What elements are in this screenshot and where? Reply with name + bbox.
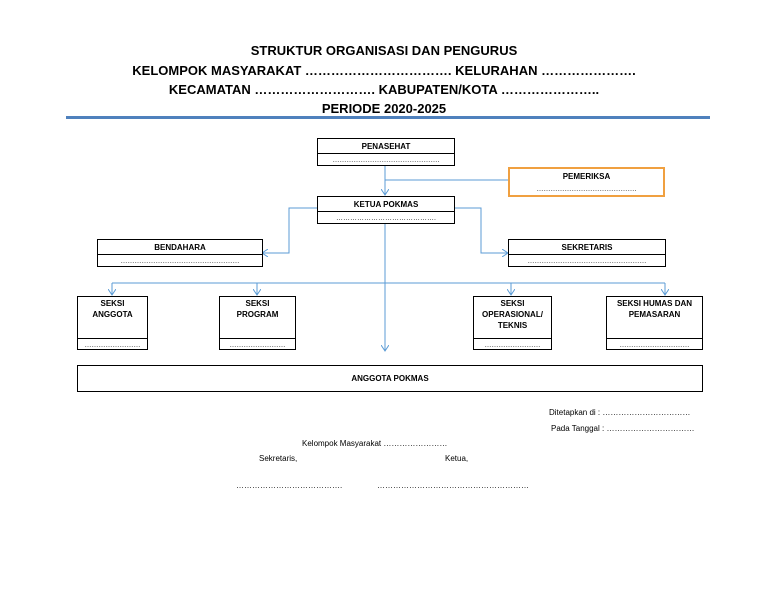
title-line-4: PERIODE 2020-2025 bbox=[321, 101, 447, 116]
seksi-humas-dots: ………………………… bbox=[619, 341, 690, 349]
bendahara-box: BENDAHARA …………………………………………… bbox=[97, 239, 263, 267]
seksi-humas-label: SEKSI HUMAS DAN PEMASARAN bbox=[607, 297, 702, 339]
pemeriksa-box: PEMERIKSA ……………………………………. bbox=[508, 167, 665, 197]
seksi-anggota-dots: …………………… bbox=[84, 341, 141, 349]
ketua-sign-line: ………………………………………………… bbox=[377, 481, 529, 490]
ketua-label: KETUA POKMAS bbox=[318, 197, 454, 212]
anggota-pokmas-box: ANGGOTA POKMAS bbox=[77, 365, 703, 392]
connector-ketua-bendahara bbox=[262, 207, 317, 253]
penasehat-label: PENASEHAT bbox=[318, 139, 454, 154]
ketua-box: KETUA POKMAS ……………………………………. bbox=[317, 196, 455, 224]
title-line-3: KECAMATAN ………………………. KABUPATEN/KOTA …………… bbox=[168, 82, 600, 97]
title-line-2: KELOMPOK MASYARAKAT ……………………………. KELURAH… bbox=[132, 63, 636, 78]
sekretaris-box: SEKRETARIS …………………………………………… bbox=[508, 239, 666, 267]
anggota-pokmas-label: ANGGOTA POKMAS bbox=[351, 374, 429, 383]
title-line-1: STRUKTUR ORGANISASI DAN PENGURUS bbox=[250, 43, 518, 58]
tanggal-text: Pada Tanggal : …………………………… bbox=[551, 424, 695, 433]
sekretaris-sign-line: …………………………………. bbox=[236, 481, 343, 490]
ketua-dots: ……………………………………. bbox=[336, 214, 436, 222]
seksi-program-dots: …………………… bbox=[229, 341, 286, 349]
penasehat-box: PENASEHAT ………………………………………. bbox=[317, 138, 455, 166]
ketua-sign-label: Ketua, bbox=[445, 454, 469, 463]
connector-ketua-sekretaris bbox=[453, 207, 508, 253]
pemeriksa-dots: ……………………………………. bbox=[536, 186, 637, 193]
seksi-operasional-box: SEKSI OPERASIONAL/ TEKNIS …………………… bbox=[473, 296, 552, 350]
seksi-humas-box: SEKSI HUMAS DAN PEMASARAN ………………………… bbox=[606, 296, 703, 350]
seksi-anggota-box: SEKSI ANGGOTA …………………… bbox=[77, 296, 148, 350]
sekretaris-sign-label: Sekretaris, bbox=[259, 454, 298, 463]
penasehat-dots: ………………………………………. bbox=[332, 156, 440, 164]
seksi-program-label: SEKSI PROGRAM bbox=[220, 297, 295, 339]
pemeriksa-label: PEMERIKSA bbox=[562, 172, 611, 181]
seksi-anggota-label: SEKSI ANGGOTA bbox=[78, 297, 147, 339]
bendahara-dots: …………………………………………… bbox=[120, 257, 240, 265]
bendahara-label: BENDAHARA bbox=[98, 240, 262, 255]
seksi-program-box: SEKSI PROGRAM …………………… bbox=[219, 296, 296, 350]
seksi-operasional-label: SEKSI OPERASIONAL/ TEKNIS bbox=[474, 297, 551, 339]
seksi-operasional-dots: …………………… bbox=[484, 341, 541, 349]
header-rule bbox=[66, 116, 710, 119]
kelompok-text: Kelompok Masyarakat …………………… bbox=[302, 439, 448, 448]
sekretaris-dots: …………………………………………… bbox=[527, 257, 647, 265]
sekretaris-label: SEKRETARIS bbox=[509, 240, 665, 255]
ditetapkan-text: Ditetapkan di : …………………………… bbox=[549, 408, 691, 417]
